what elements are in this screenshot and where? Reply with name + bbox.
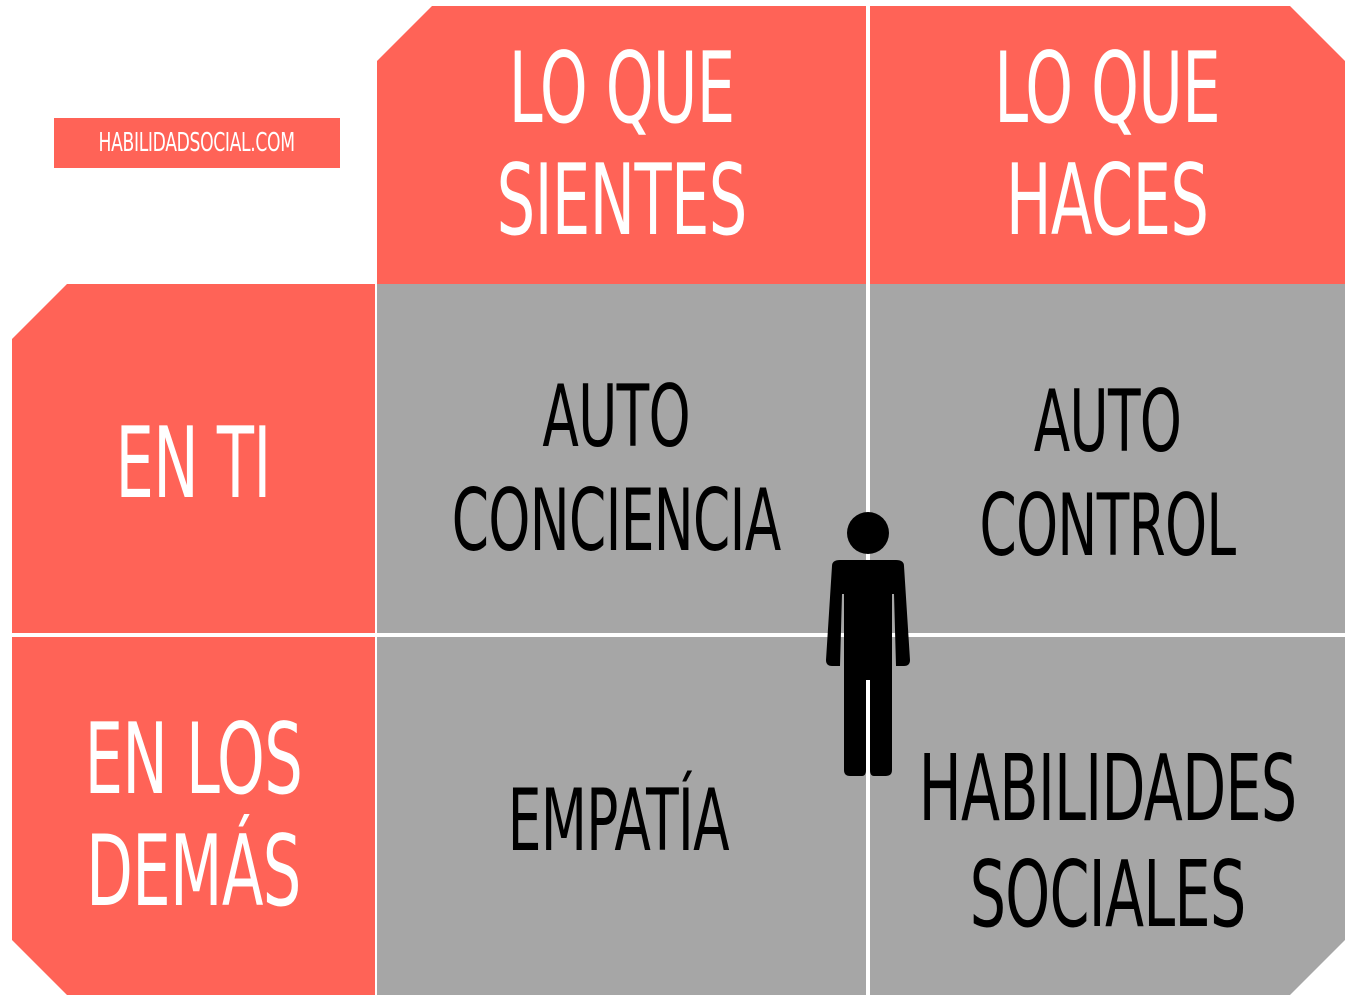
row-header-line: EN LOS [84,703,303,817]
column-header-line: SIENTES [496,144,747,258]
quadrant-line: CONCIENCIA [452,470,781,571]
column-header-line: LO QUE [994,32,1221,146]
quadrant-line: AUTO [1033,371,1182,472]
column-header-what-you-feel: LO QUE SIENTES [377,6,866,284]
column-header-line: LO QUE [508,32,735,146]
quadrant-line: HABILIDADES [918,735,1297,842]
column-header-line: HACES [1006,144,1209,258]
quadrant-empathy: EMPATÍA [377,637,866,995]
quadrant-social-skills: HABILIDADES SOCIALES [870,637,1345,995]
row-header-line: EN TI [115,406,272,521]
row-header-line: DEMÁS [86,815,301,929]
row-header-in-you: EN TI [12,284,375,633]
quadrant-line: EMPATÍA [507,771,730,871]
brand-tag-text: HABILIDADSOCIAL.COM [98,128,296,158]
brand-tag: HABILIDADSOCIAL.COM [54,118,340,168]
row-header-in-others: EN LOS DEMÁS [12,637,375,995]
quadrant-self-control: AUTO CONTROL [870,284,1345,633]
person-icon [826,512,910,776]
quadrant-line: AUTO [542,366,691,467]
quadrant-line: SOCIALES [969,841,1246,948]
quadrant-self-awareness: AUTO CONCIENCIA [377,284,866,633]
quadrant-line: CONTROL [979,475,1236,576]
column-header-what-you-do: LO QUE HACES [870,6,1345,284]
